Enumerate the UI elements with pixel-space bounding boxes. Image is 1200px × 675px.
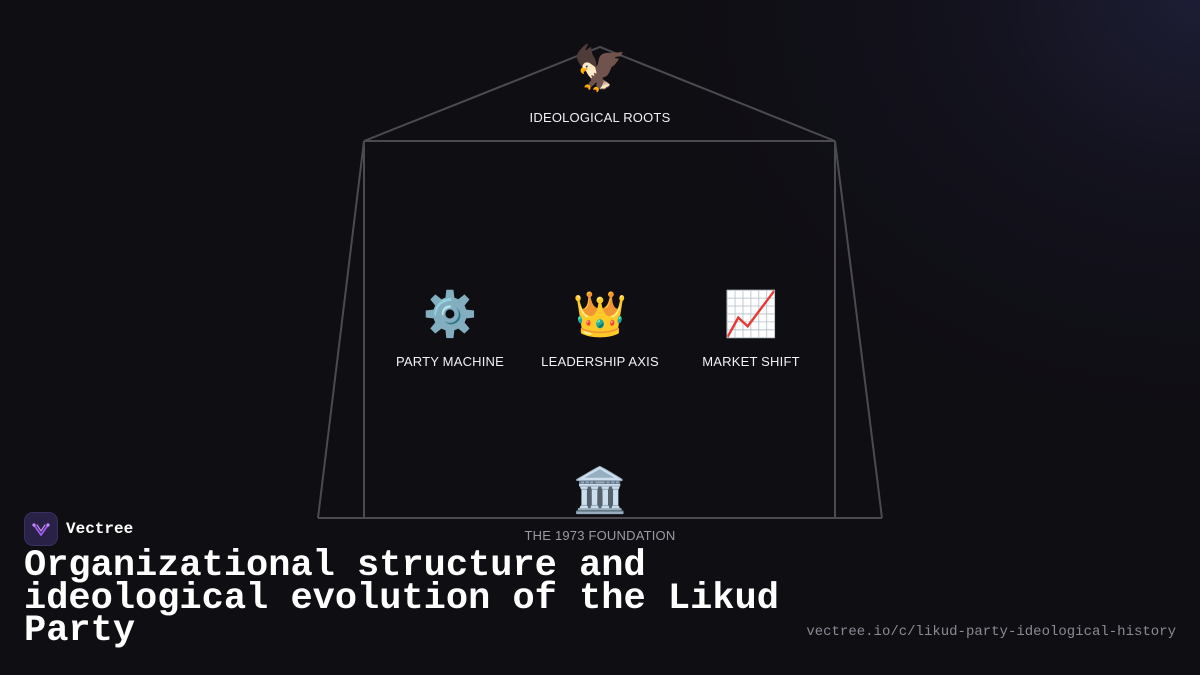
chart-increasing-icon: 📈: [723, 290, 779, 339]
classical-building-icon: 🏛️: [572, 466, 628, 515]
gear-icon: ⚙️: [422, 290, 478, 339]
pillar-label: PARTY MACHINE: [395, 354, 505, 369]
pillar-node-market-shift: 📈 MARKET SHIFT: [651, 290, 851, 369]
vectree-logo-icon: [24, 512, 58, 546]
pillar-label: MARKET SHIFT: [702, 354, 800, 369]
roof-label: IDEOLOGICAL ROOTS: [529, 110, 671, 125]
crown-icon: 👑: [572, 290, 628, 339]
pillar-node-party-machine: ⚙️ PARTY MACHINE: [350, 290, 550, 369]
brand-name: Vectree: [66, 520, 134, 538]
page-title: Organizational structure and ideological…: [24, 545, 779, 652]
foundation-node: 🏛️ THE 1973 FOUNDATION: [500, 466, 700, 543]
pillar-label: LEADERSHIP AXIS: [541, 354, 659, 369]
pillar-node-leadership-axis: 👑 LEADERSHIP AXIS: [500, 290, 700, 369]
roof-node: 🦅 IDEOLOGICAL ROOTS: [500, 44, 700, 125]
foundation-label: THE 1973 FOUNDATION: [524, 528, 676, 543]
vectree-logo-mark: [32, 523, 50, 536]
roof-outline: [363, 45, 836, 142]
brand[interactable]: Vectree: [24, 512, 133, 546]
source-url[interactable]: vectree.io/c/likud-party-ideological-his…: [806, 624, 1176, 640]
right-buttress-line: [834, 140, 883, 519]
eagle-icon: 🦅: [572, 44, 628, 93]
left-buttress-line: [317, 140, 365, 519]
